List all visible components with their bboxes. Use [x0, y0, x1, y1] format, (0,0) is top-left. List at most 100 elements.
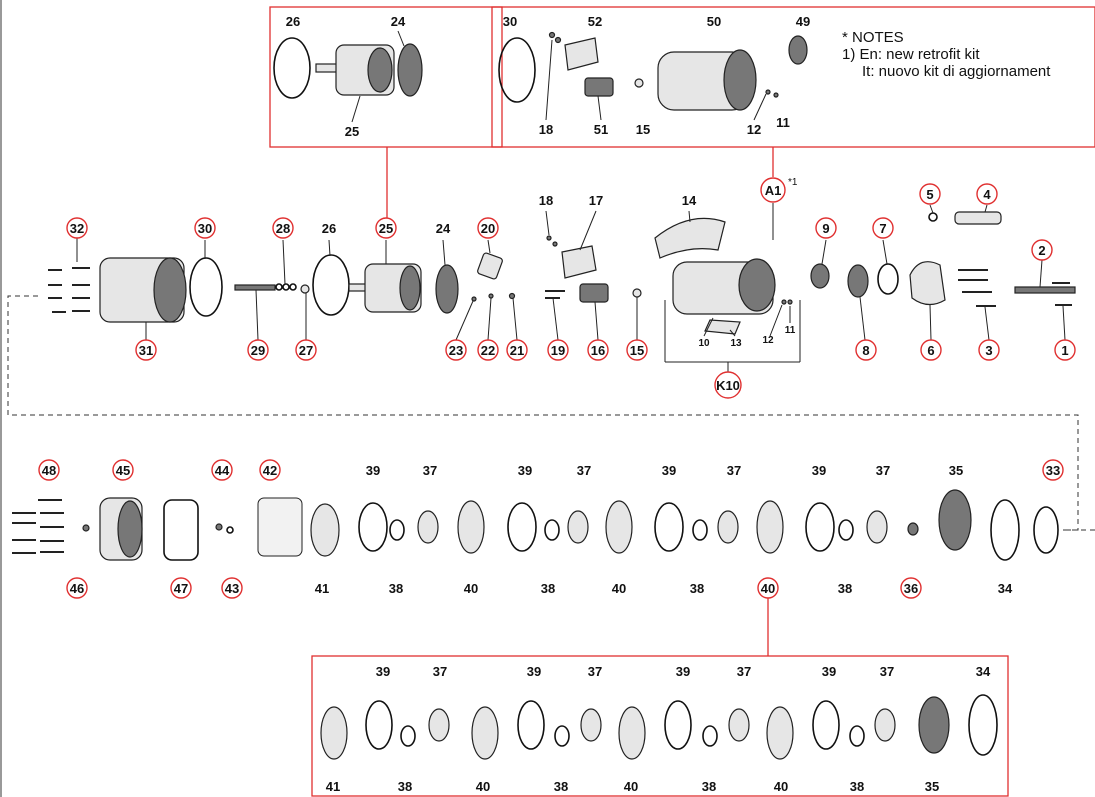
- callout-29: 29: [251, 343, 265, 358]
- planet-carrier-drawing: [310, 503, 340, 557]
- fan-drawing: [397, 43, 423, 97]
- gear-drawing: [567, 510, 589, 544]
- top-right-box: 30 52 50 49 18 51 15 12 11 * NOTES 1) En…: [491, 6, 1095, 148]
- pin-drawing: [471, 296, 477, 302]
- leader-line: [442, 239, 446, 266]
- planet-carrier-drawing: [320, 706, 348, 760]
- callout-1: 1: [1061, 343, 1068, 358]
- callout-circle: [587, 339, 609, 361]
- o-ring-drawing: [877, 263, 899, 295]
- leader-line: [282, 239, 286, 285]
- washer-drawing: [289, 283, 297, 291]
- label-10: 10: [698, 338, 710, 349]
- callout-44: 44: [215, 463, 230, 478]
- callout-circle: [1031, 239, 1053, 261]
- label-39: 39: [366, 463, 380, 478]
- gear-stage-drawing: [756, 500, 784, 554]
- washer-drawing: [692, 519, 708, 541]
- label-11: 11: [776, 115, 790, 130]
- label-34: 34: [976, 664, 991, 679]
- callout-3: 3: [985, 343, 992, 358]
- o-ring-drawing: [358, 502, 388, 552]
- label-37: 37: [727, 463, 741, 478]
- bearing-drawing: [847, 264, 869, 298]
- a1-superscript: *1: [788, 177, 798, 188]
- label-39: 39: [676, 664, 690, 679]
- leader-line: [552, 297, 559, 341]
- callout-circle: [135, 339, 157, 361]
- housing-end-drawing: [738, 258, 776, 312]
- o-ring-drawing: [990, 499, 1020, 561]
- callout-circle: [872, 217, 894, 239]
- label-37: 37: [876, 463, 890, 478]
- leader-line: [1062, 305, 1066, 341]
- bottom-box-border: [311, 655, 1009, 797]
- leader-line: [455, 300, 474, 341]
- callout-9: 9: [822, 221, 829, 236]
- gear-stage-drawing: [471, 706, 499, 760]
- ring-gear-drawing: [918, 696, 950, 754]
- callout-circle: [900, 577, 922, 599]
- leader-line: [929, 204, 934, 214]
- washer-drawing: [275, 283, 283, 291]
- label-39: 39: [662, 463, 676, 478]
- gear-drawing: [417, 510, 439, 544]
- label-12: 12: [762, 335, 774, 346]
- leader-line: [1039, 259, 1043, 288]
- callout-circle: [1054, 339, 1076, 361]
- leader-line: [512, 297, 518, 341]
- callout-6: 6: [927, 343, 934, 358]
- gear-drawing: [728, 708, 750, 742]
- leader-line: [688, 210, 691, 223]
- leader-line: [882, 239, 888, 265]
- fitting-drawing: [954, 211, 1002, 225]
- gear-stage-drawing: [766, 706, 794, 760]
- label-35: 35: [925, 779, 939, 794]
- fan-drawing: [435, 264, 459, 314]
- label-37: 37: [577, 463, 591, 478]
- ring-gear-drawing: [938, 489, 972, 551]
- gear-drawing: [580, 708, 602, 742]
- label-24: 24: [436, 221, 451, 236]
- label-30: 30: [503, 14, 517, 29]
- callout-circle: [445, 339, 467, 361]
- gear-stage-drawing: [457, 500, 485, 554]
- label-37: 37: [588, 664, 602, 679]
- label-15: 15: [636, 122, 650, 137]
- screw-drawing: [548, 31, 556, 39]
- screw-drawing: [552, 241, 558, 247]
- nut-drawing: [632, 288, 642, 298]
- washer-drawing: [544, 519, 560, 541]
- callout-23: 23: [449, 343, 463, 358]
- callout-15: 15: [630, 343, 644, 358]
- o-ring-drawing: [312, 254, 350, 316]
- o-ring-drawing: [664, 700, 692, 750]
- label-40: 40: [774, 779, 788, 794]
- plate-drawing: [564, 37, 599, 71]
- callout-31: 31: [139, 343, 153, 358]
- leader-line: [487, 297, 492, 341]
- o-ring-drawing: [189, 257, 223, 317]
- gear-drawing: [428, 708, 450, 742]
- callout-circle: [170, 577, 192, 599]
- callout-circle: [247, 339, 269, 361]
- label-37: 37: [433, 664, 447, 679]
- callout-circle: [855, 339, 877, 361]
- clip-drawing: [928, 212, 938, 222]
- top-left-box-border: [269, 6, 503, 148]
- callout-8: 8: [862, 343, 869, 358]
- top-right-box-border: [491, 6, 1095, 148]
- washer-drawing: [400, 725, 416, 747]
- callout-circle: [760, 177, 786, 203]
- callout-circle: [477, 217, 499, 239]
- label-41: 41: [326, 779, 340, 794]
- leader-line: [579, 210, 597, 251]
- label-12: 12: [747, 122, 761, 137]
- label-38: 38: [554, 779, 568, 794]
- callout-circle: [194, 217, 216, 239]
- callout-circle: [978, 339, 1000, 361]
- callout-4: 4: [983, 187, 991, 202]
- gear-drawing: [717, 510, 739, 544]
- callout-40: 40: [761, 581, 775, 596]
- gear-stage-drawing: [618, 706, 646, 760]
